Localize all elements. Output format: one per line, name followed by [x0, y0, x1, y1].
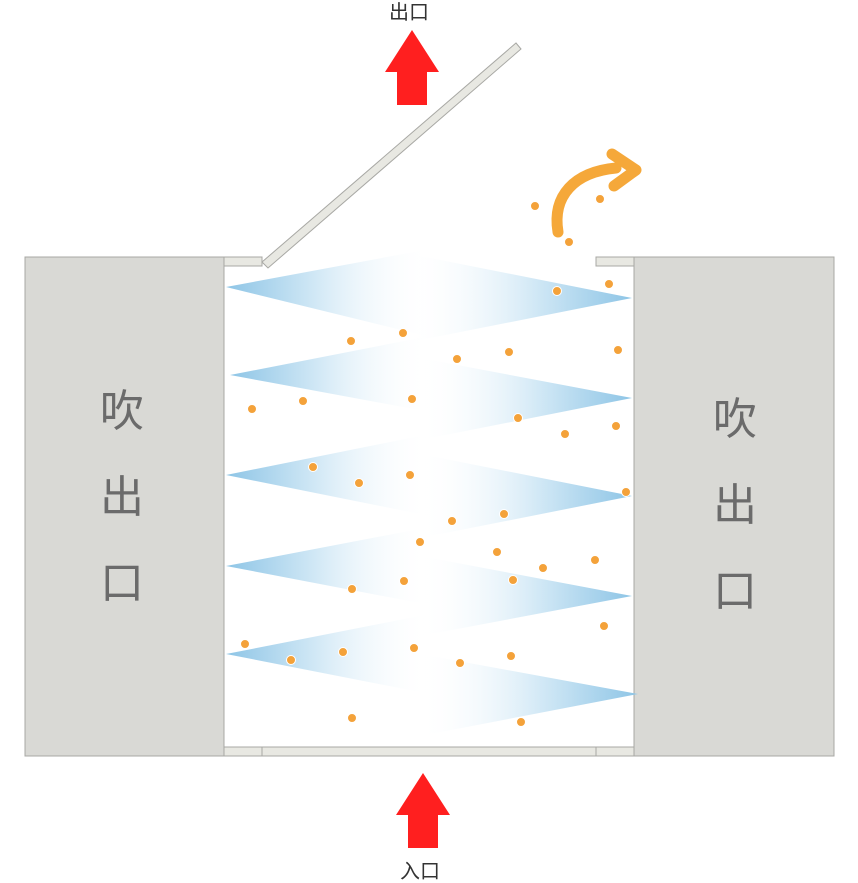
dust-particle	[347, 584, 357, 594]
dust-particle	[595, 194, 605, 204]
air-jet	[420, 454, 632, 538]
bottom-right-door-frame	[595, 746, 635, 757]
dust-particle	[504, 347, 514, 357]
dust-particle	[560, 429, 570, 439]
left-blower-char: 吹	[100, 386, 144, 437]
right-blower-char: 口	[713, 566, 757, 617]
bottom-left-door-frame	[223, 746, 263, 757]
right-blower-label: 吹 出 口	[705, 398, 765, 656]
dust-particle	[590, 555, 600, 565]
dust-particle	[399, 576, 409, 586]
left-blower-char: 出	[100, 472, 144, 523]
dust-particle	[338, 647, 348, 657]
dust-particle	[564, 237, 574, 247]
dust-particle	[347, 713, 357, 723]
dust-particle	[455, 658, 465, 668]
dust-particle	[538, 563, 548, 573]
air-jets	[226, 249, 638, 736]
left-blower-label: 吹 出 口	[92, 390, 152, 648]
dust-particle	[308, 462, 318, 472]
dust-particle	[492, 547, 502, 557]
dust-particle	[407, 394, 417, 404]
particle-exit-arrow	[551, 148, 642, 238]
dust-particle	[398, 328, 408, 338]
dust-particle	[298, 396, 308, 406]
dust-particle	[599, 621, 609, 631]
dust-particle	[499, 509, 509, 519]
air-jet	[230, 336, 430, 412]
right-blower-char: 出	[713, 480, 757, 531]
dust-particle	[247, 404, 257, 414]
dust-particle	[354, 478, 364, 488]
top-left-door-frame	[223, 256, 263, 267]
air-jet	[226, 434, 430, 516]
dust-particle	[405, 470, 415, 480]
dust-particle	[240, 639, 250, 649]
dust-particle	[506, 651, 516, 661]
dust-particle	[513, 413, 523, 423]
dust-particle	[346, 336, 356, 346]
dust-particle	[447, 516, 457, 526]
air-jet	[420, 358, 632, 440]
dust-particle	[530, 201, 540, 211]
outlet-label: 出口	[389, 0, 429, 24]
air-jet	[410, 254, 632, 342]
closed-entry-door	[261, 746, 597, 757]
dust-particle	[613, 345, 623, 355]
air-jet	[420, 556, 632, 636]
dust-particle	[452, 354, 462, 364]
air-jet	[420, 654, 638, 736]
top-right-door-frame	[595, 256, 635, 267]
outflow-arrow	[385, 30, 439, 105]
dust-particles	[240, 194, 631, 727]
open-exit-door	[261, 42, 522, 269]
right-blower-panel	[633, 256, 835, 757]
dust-particle	[516, 717, 526, 727]
left-blower-char: 口	[100, 558, 144, 609]
dust-particle	[611, 421, 621, 431]
dust-particle	[409, 643, 419, 653]
dust-particle	[508, 575, 518, 585]
inlet-label: 入口	[400, 859, 440, 883]
dust-particle	[604, 279, 614, 289]
air-jet	[226, 614, 430, 694]
left-blower-panel	[24, 256, 225, 757]
inflow-arrow	[396, 773, 450, 848]
air-jet	[226, 249, 430, 337]
dust-particle	[286, 655, 296, 665]
right-blower-char: 吹	[713, 394, 757, 445]
dust-particle	[621, 487, 631, 497]
dust-particle	[552, 286, 562, 296]
dust-particle	[415, 537, 425, 547]
air-jet	[226, 527, 430, 605]
